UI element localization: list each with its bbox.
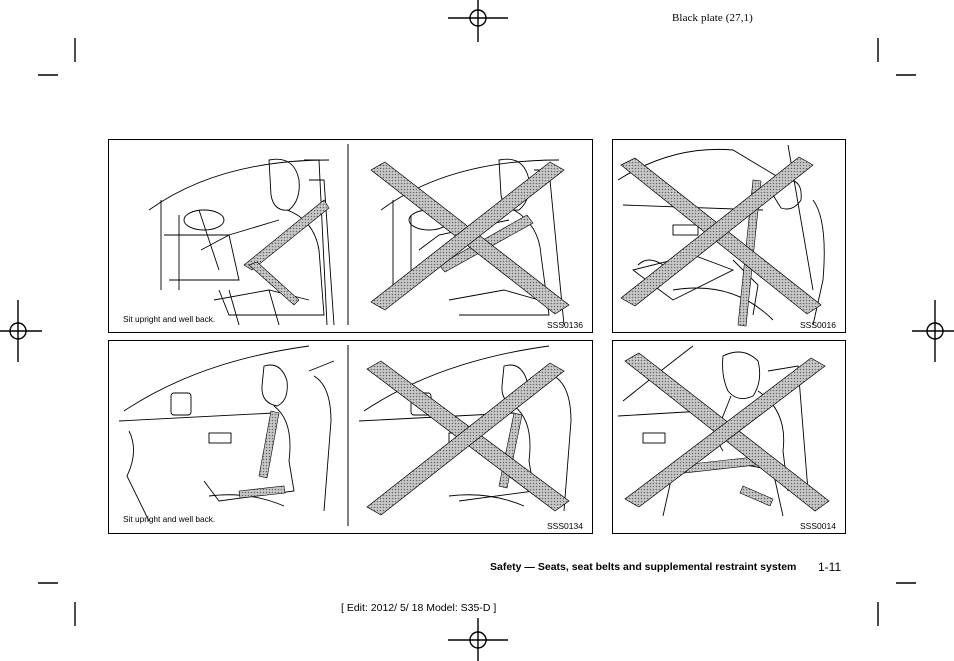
illustration-lap-belt-misuse bbox=[617, 345, 830, 517]
crosshair-top-icon bbox=[448, 0, 508, 42]
crosshair-bottom-icon bbox=[448, 618, 508, 661]
crosshair-left-icon bbox=[0, 300, 42, 362]
illustration-side-seat-occupant bbox=[118, 345, 572, 526]
illustration-reclined-passenger bbox=[617, 144, 825, 327]
figure-sss0016: SSS0016 bbox=[612, 139, 846, 333]
figure-code: SSS0014 bbox=[800, 521, 836, 531]
page-number: 1-11 bbox=[818, 560, 842, 574]
figure-code: SSS0016 bbox=[800, 320, 836, 330]
figure-caption: Sit upright and well back. bbox=[123, 314, 216, 324]
edit-info: [ Edit: 2012/ 5/ 18 Model: S35-D ] bbox=[341, 602, 497, 614]
figure-sss0014: SSS0014 bbox=[612, 340, 846, 534]
figure-sss0134: Sit upright and well back. SSS0134 bbox=[108, 340, 593, 534]
figure-caption: Sit upright and well back. bbox=[123, 514, 216, 524]
section-title: Safety — Seats, seat belts and supplemen… bbox=[490, 561, 797, 573]
figure-code: SSS0134 bbox=[547, 521, 583, 531]
illustration-front-seat-driver bbox=[148, 144, 570, 326]
plate-label: Black plate (27,1) bbox=[672, 12, 753, 24]
figure-sss0136: Sit upright and well back. SSS0136 bbox=[108, 139, 593, 333]
figure-code: SSS0136 bbox=[547, 320, 583, 330]
crosshair-right-icon bbox=[912, 300, 954, 362]
